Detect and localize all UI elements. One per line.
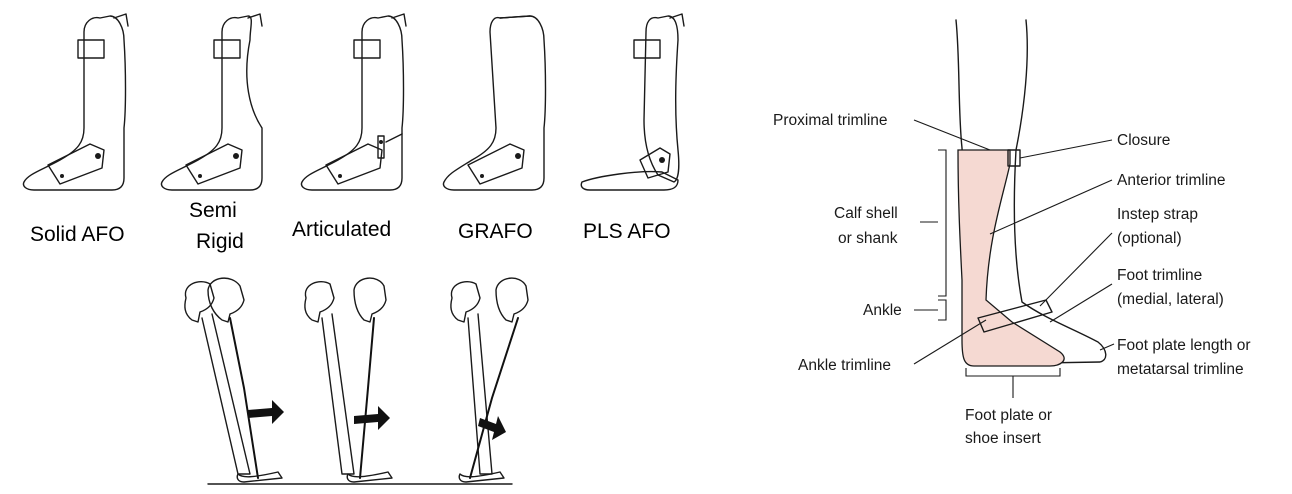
afo-drawing-grafo (443, 16, 545, 190)
afo-drawing-semi-rigid (161, 14, 262, 190)
calf-shell-bracket (938, 150, 946, 296)
label-semi-rigid: Semi Rigid (189, 199, 244, 253)
label-grafo: GRAFO (458, 220, 533, 243)
label-instep-strap: Instep strap (optional) (1117, 206, 1202, 247)
label-ankle: Ankle (863, 302, 902, 319)
label-semi-rigid-line1: Semi (189, 199, 237, 222)
label-foot-trimline: Foot trimline (medial, lateral) (1117, 267, 1224, 308)
label-semi-rigid-line2: Rigid (196, 230, 244, 253)
label-calf-shell: Calf shell or shank (834, 205, 902, 247)
label-pls-afo: PLS AFO (583, 220, 671, 243)
afo-drawing-articulated (301, 14, 406, 190)
stance-drawing-1 (185, 278, 284, 482)
label-closure: Closure (1117, 132, 1170, 149)
label-foot-plate-length: Foot plate length or metatarsal trimline (1117, 337, 1255, 378)
label-articulated: Articulated (292, 218, 391, 241)
stance-drawing-3 (451, 278, 528, 482)
label-foot-plate: Foot plate or shoe insert (965, 407, 1056, 447)
afo-drawing-pls (581, 14, 684, 190)
label-ankle-trimline: Ankle trimline (798, 357, 891, 374)
ankle-bracket (938, 300, 946, 320)
foot-plate-bracket (966, 368, 1060, 376)
afo-shell (958, 150, 1064, 366)
label-solid-afo: Solid AFO (30, 223, 125, 246)
label-anterior-trimline: Anterior trimline (1117, 172, 1226, 189)
stance-drawing-2 (305, 278, 392, 482)
label-proximal-trimline: Proximal trimline (773, 112, 888, 129)
afo-drawing-solid (23, 14, 128, 190)
